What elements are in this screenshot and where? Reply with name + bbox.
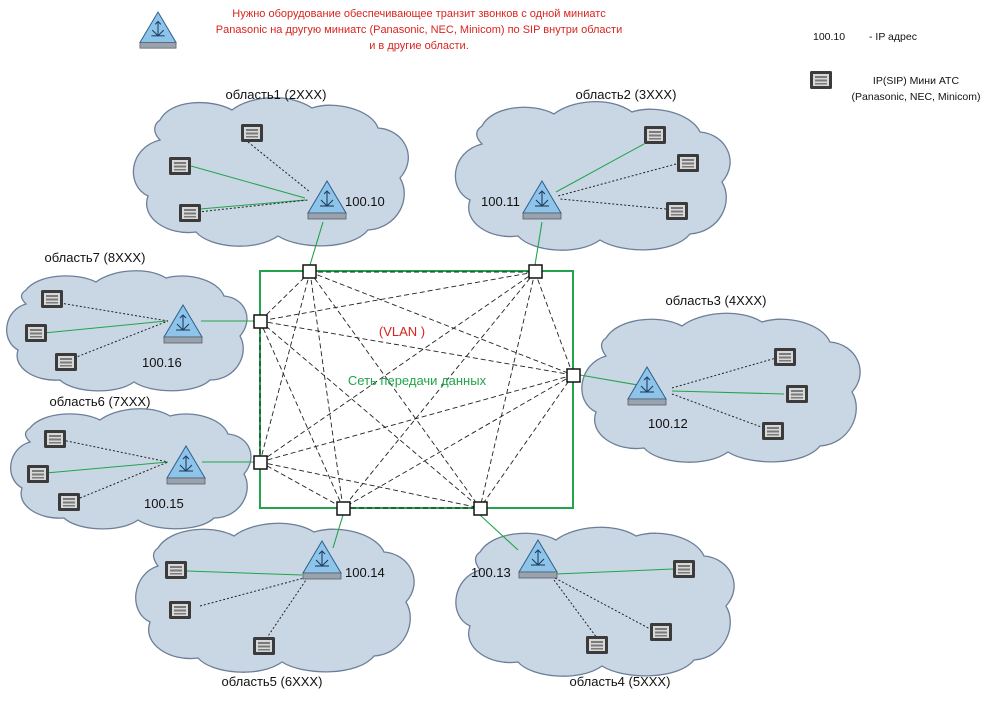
region4-name: область4 (5XXX) (570, 674, 671, 689)
network-title: Сеть передачи данных (348, 373, 487, 388)
region3-name: область3 (4XXX) (666, 293, 767, 308)
pbx-icon (169, 601, 191, 619)
region4-ip: 100.13 (471, 565, 511, 580)
header-note-line2: Panasonic на другую миниатс (Panasonic, … (216, 24, 622, 36)
pbx-icon (55, 353, 77, 371)
mesh-link (309, 271, 574, 376)
mesh-link (309, 271, 481, 509)
mesh-link (259, 320, 481, 509)
legend-pbx-line2: (Panasonic, NEC, Minicom) (852, 91, 981, 103)
pbx-icon (179, 204, 201, 222)
pbx-icon (650, 623, 672, 641)
mesh-links (259, 271, 574, 509)
cloud-region5 (135, 522, 415, 673)
mesh-link (259, 461, 481, 509)
region7-name: область7 (8XXX) (45, 250, 146, 265)
cloud-region2 (454, 101, 731, 251)
mesh-link (479, 374, 574, 509)
pbx-icon (58, 493, 80, 511)
port (473, 501, 488, 516)
pbx-icon (786, 385, 808, 403)
mesh-link (259, 271, 311, 322)
port (253, 455, 268, 470)
region7-ip: 100.16 (142, 355, 182, 370)
vlan-label: (VLAN ) (379, 324, 425, 339)
pbx-icon (774, 348, 796, 366)
pbx-icon (165, 561, 187, 579)
legend-pbx-icon (810, 71, 832, 89)
region1-name: область1 (2XXX) (226, 87, 327, 102)
region3-ip: 100.12 (648, 416, 688, 431)
mesh-link (259, 271, 536, 463)
mesh-link (259, 374, 574, 463)
pbx-icon (27, 465, 49, 483)
port (528, 264, 543, 279)
network-ports (253, 264, 581, 516)
legend-ip-sample: 100.10 (813, 31, 845, 43)
mesh-link (259, 271, 536, 322)
mesh-link (342, 271, 536, 509)
legend-pbx-line1: IP(SIP) Мини АТС (873, 75, 960, 87)
pbx-icon (41, 290, 63, 308)
header-note-line3: и в другие области. (369, 40, 469, 52)
pbx-links (43, 141, 785, 643)
port (302, 264, 317, 279)
legend-ip-desc: - IP адрес (869, 31, 917, 43)
pbx-icon (762, 422, 784, 440)
network-frame (259, 270, 574, 509)
region5-ip: 100.14 (345, 565, 385, 580)
mesh-link (259, 271, 311, 463)
pbx-icon (666, 202, 688, 220)
mesh-link (259, 461, 344, 509)
region5-name: область5 (6XXX) (222, 674, 323, 689)
pbx-icon (586, 636, 608, 654)
pbx-icon (253, 637, 275, 655)
pbx-icon (241, 124, 263, 142)
pbx-icon (677, 154, 699, 172)
pbx-icon (25, 324, 47, 342)
region1-ip: 100.10 (345, 194, 385, 209)
region6-ip: 100.15 (144, 496, 184, 511)
mesh-link (534, 271, 574, 376)
port (336, 501, 351, 516)
pbx-icon (44, 430, 66, 448)
mesh-link (479, 271, 536, 509)
header-router-icon (139, 11, 177, 49)
region2-name: область2 (3XXX) (576, 87, 677, 102)
header-note: Нужно оборудование обеспечивающее транзи… (216, 8, 622, 52)
pbx-icon (169, 157, 191, 175)
region2-ip: 100.11 (481, 194, 520, 209)
mesh-link (259, 320, 344, 509)
header-note-line1: Нужно оборудование обеспечивающее транзи… (232, 8, 606, 20)
pbx-icon (644, 126, 666, 144)
port (253, 314, 268, 329)
pbx-icon (673, 560, 695, 578)
mesh-link (259, 320, 574, 376)
port (566, 368, 581, 383)
mesh-link (342, 374, 574, 509)
cloud-region3 (581, 312, 861, 463)
region6-name: область6 (7XXX) (50, 394, 151, 409)
uplinks (201, 221, 656, 551)
